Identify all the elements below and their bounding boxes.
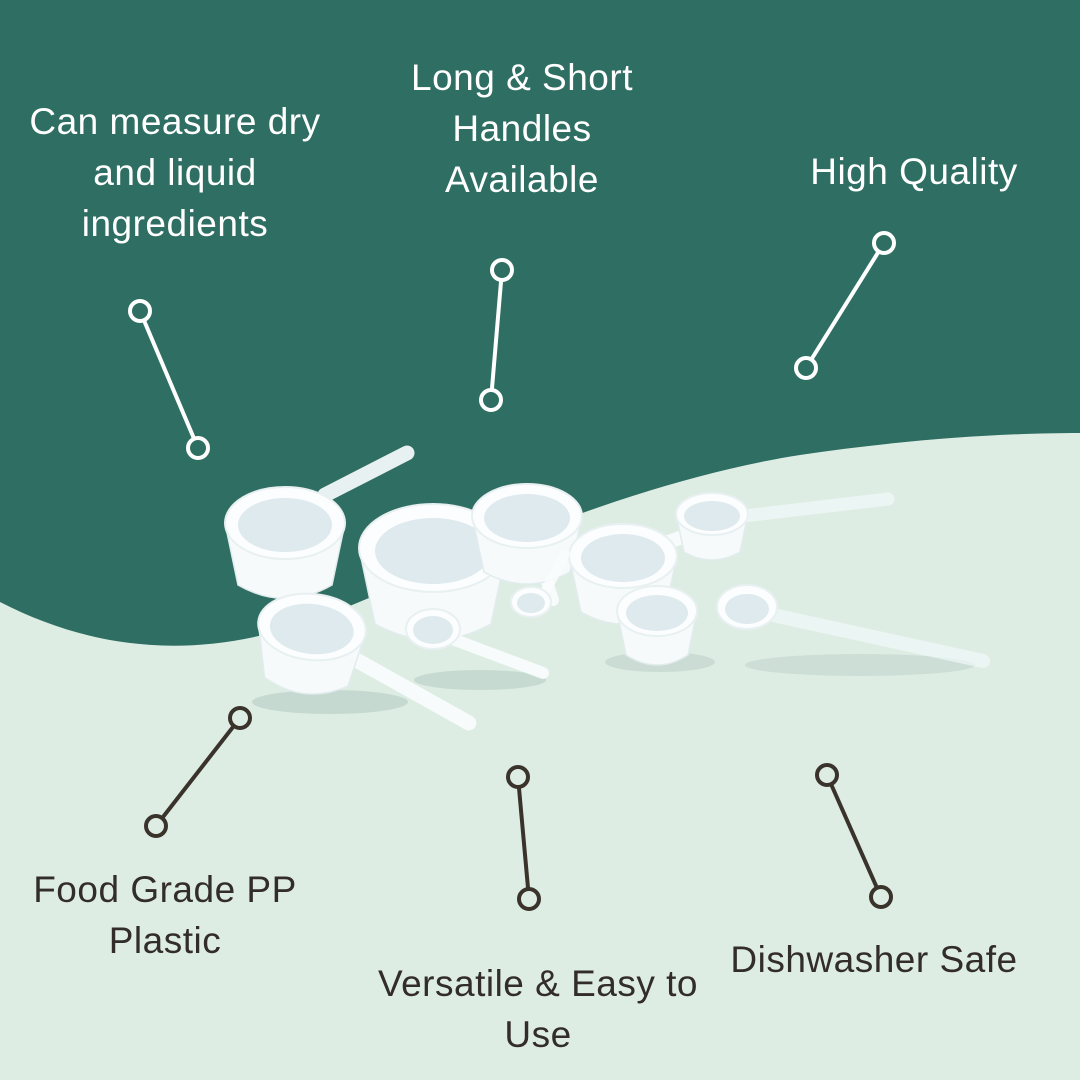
scoop-large-1: [224, 445, 415, 600]
callout-versatile-easy-to-use: Versatile & Easy to Use: [377, 963, 699, 1056]
wave-background: [0, 433, 1080, 1080]
connector-ring: [186, 436, 210, 460]
connector-ring: [128, 299, 152, 323]
scoop-medium-3: [257, 592, 477, 731]
connector-ring: [869, 885, 893, 909]
shadow: [252, 690, 408, 714]
connector-ring: [228, 706, 252, 730]
connector-line-dishwasher: [825, 774, 883, 898]
spoon-small-1: [405, 608, 549, 679]
connector-ring: [479, 388, 503, 412]
connector-line-handles: [489, 269, 504, 401]
connector-ring: [815, 763, 839, 787]
spoon-long-handle: [716, 584, 990, 668]
connector-ring: [506, 765, 530, 789]
spoon-tiny: [510, 549, 570, 618]
scoop-small-long-handle: [675, 492, 895, 561]
connectors: [128, 231, 896, 911]
callout-long-short-handles: Long & Short Handles Available: [411, 57, 633, 201]
scoop-large-2: [358, 503, 508, 641]
measuring-scoops-photo: [224, 445, 990, 731]
shadow: [414, 670, 546, 690]
callout-food-grade-pp-plastic: Food Grade PP Plastic: [33, 869, 297, 962]
connector-line-versatile: [516, 776, 531, 900]
connector-ring: [872, 231, 896, 255]
connector-ring: [517, 887, 541, 911]
callout-dishwasher-safe: Dishwasher Safe: [730, 939, 1018, 980]
connector-ring: [490, 258, 514, 282]
scoop-small-2: [616, 585, 698, 666]
callout-measure-ingredients: Can measure dry and liquid ingredients: [29, 101, 321, 245]
connector-ring: [144, 814, 168, 838]
shadow: [745, 654, 975, 676]
connector-line-quality: [804, 241, 886, 370]
connector-line-food-grade: [154, 716, 242, 828]
connector-line-measure: [138, 310, 200, 449]
connector-ring: [794, 356, 818, 380]
callout-high-quality: High Quality: [810, 151, 1018, 192]
